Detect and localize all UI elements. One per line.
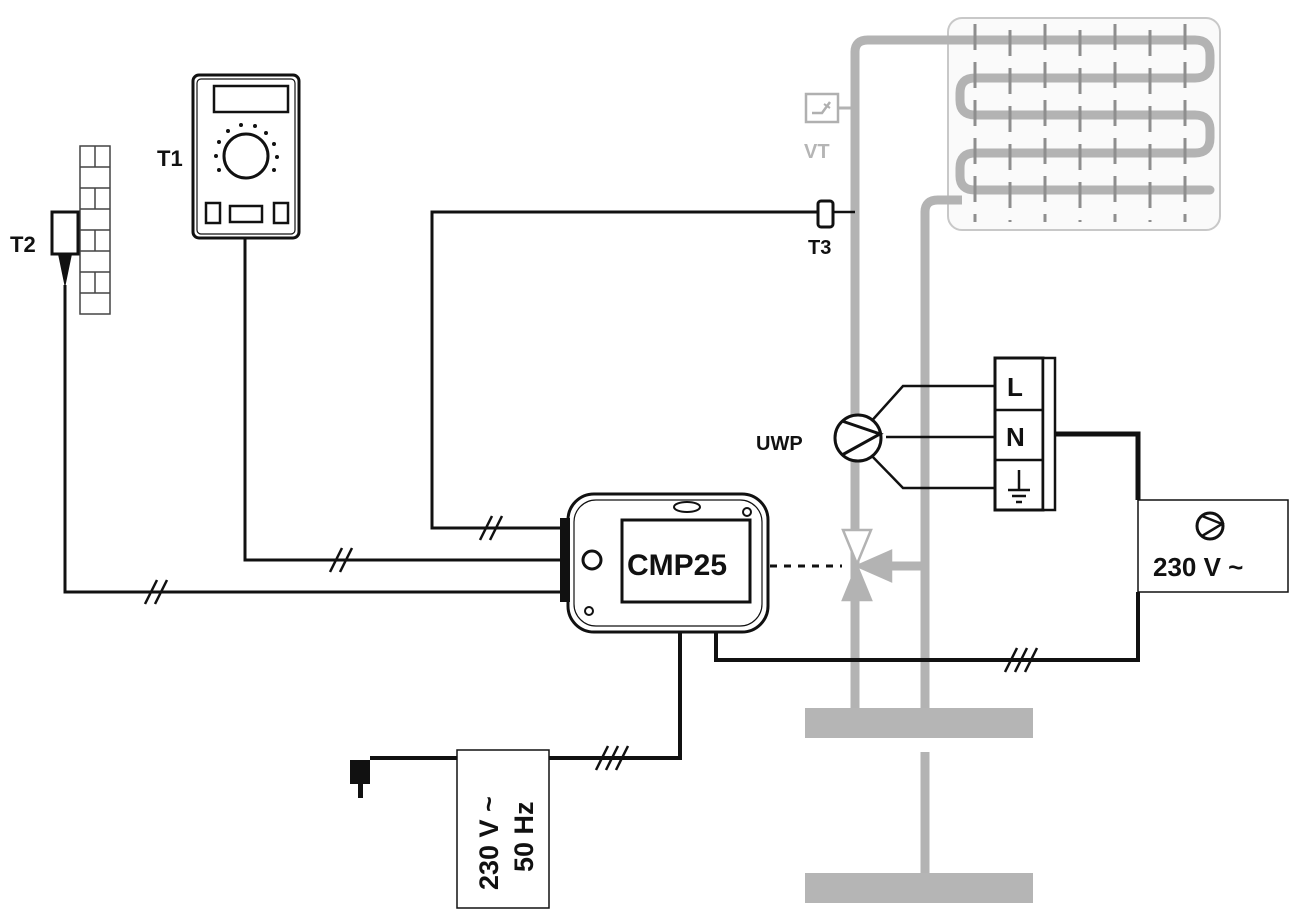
- t1-label: T1: [157, 146, 183, 171]
- brick-wall: [79, 145, 111, 315]
- supply-pipe: [850, 35, 960, 712]
- room-unit-display: [212, 84, 290, 114]
- mains-frequency: 50 Hz: [509, 801, 539, 872]
- t3-label: T3: [808, 237, 831, 259]
- t2-outdoor-sensor-wire: [63, 285, 568, 594]
- t2-outdoor-sensor: T2: [10, 145, 111, 315]
- plug-icon: [350, 760, 370, 784]
- vt-label: VT: [804, 141, 830, 163]
- room-unit-button-right: [272, 201, 290, 225]
- mains-voltage: 230 V ~: [474, 796, 504, 890]
- t2-label: T2: [10, 232, 36, 257]
- terminal-block: L N: [993, 356, 1057, 512]
- terminal-l-label: L: [1007, 372, 1023, 402]
- pump-icon: [833, 413, 883, 463]
- outdoor-sensor-body: [50, 210, 80, 256]
- pump-supply-pump-icon: [1195, 511, 1225, 541]
- mains-supply-box: 230 V ~ 50 Hz: [456, 749, 550, 909]
- uwp-circulation-pump: UWP: [756, 413, 884, 463]
- vt-thermostat: VT: [804, 92, 840, 163]
- pump-leads: [867, 384, 995, 490]
- mains-plug: [350, 760, 370, 798]
- controller-top-indicator: [673, 501, 701, 513]
- cable-markers-two-core: [143, 515, 504, 605]
- pump-output-wire: [714, 592, 1140, 662]
- room-unit-dial: [222, 132, 270, 180]
- cmp25-controller: CMP25: [560, 492, 770, 634]
- neutral-feed-wire: [1048, 431, 1141, 500]
- underfloor-heating-panel: [947, 17, 1221, 231]
- room-unit-button-middle: [228, 204, 264, 224]
- t3-sensor-wire: [430, 210, 817, 530]
- ground-icon: [1008, 470, 1030, 504]
- underfloor-heating-rails: [973, 24, 1187, 222]
- manifold-lower: [805, 873, 1033, 903]
- room-unit-dial-ticks: [214, 123, 279, 172]
- underfloor-heating-coil: [953, 35, 1215, 195]
- mixing-valve: [841, 528, 893, 602]
- heating-pipework: [805, 17, 1221, 903]
- mains-cable: [370, 632, 682, 760]
- t1-room-unit: T1: [157, 73, 301, 240]
- controller-display: [620, 518, 752, 604]
- wiring: [63, 210, 1141, 771]
- pump-supply-voltage: 230 V ~: [1153, 552, 1243, 582]
- t1-room-unit-wire: [243, 238, 568, 562]
- thermostat-valve-icon: [804, 92, 840, 124]
- uwp-label: UWP: [756, 433, 803, 455]
- terminal-n-label: N: [1006, 422, 1025, 452]
- return-pipe: [920, 195, 962, 712]
- manifold-upper: [805, 708, 1033, 738]
- controller-label: CMP25: [627, 549, 727, 582]
- controller-screw-top-right: [742, 507, 752, 517]
- controller-screw-bottom-left: [584, 606, 594, 616]
- t3-supply-sensor: T3: [808, 199, 835, 259]
- room-unit-button-left: [204, 201, 222, 225]
- pump-supply-box: 230 V ~: [1137, 499, 1289, 593]
- controller-knob: [581, 549, 603, 571]
- supply-sensor-body: [816, 199, 835, 229]
